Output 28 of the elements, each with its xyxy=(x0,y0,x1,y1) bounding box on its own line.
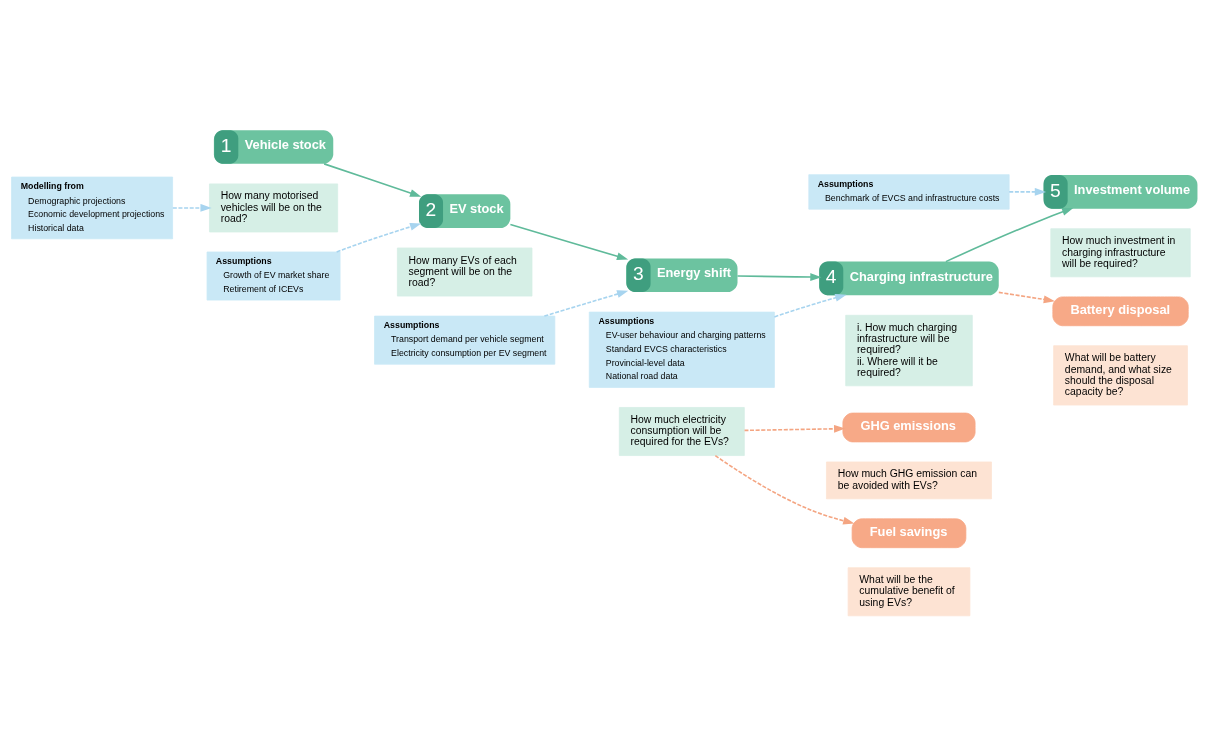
arrow xyxy=(323,163,422,197)
arrow xyxy=(172,204,212,212)
node-box: Battery disposal xyxy=(1052,296,1189,327)
node-box: How much investment in charging infrastructure will be required? xyxy=(1050,228,1191,278)
node-box: Assumptions Growth of EV market share Retirement of ICEVs xyxy=(206,251,341,301)
node-box: Assumptions Benchmark of EVCS and infrastructure costs xyxy=(808,174,1010,210)
node-box: Assumptions EV-user behaviour and charging patterns Standard EVCS characteristics Provincial-level data National road data xyxy=(588,311,775,388)
node-box: Fuel savings xyxy=(851,518,967,549)
node-box: Modelling from Demographic projections Economic development projections Historical data xyxy=(11,176,173,240)
arrow xyxy=(998,291,1055,304)
arrow xyxy=(736,273,822,281)
node-box: Assumptions Transport demand per vehicle segment Electricity consumption per EV segment xyxy=(374,315,556,365)
arrow xyxy=(543,290,629,317)
node-box: What will be the cumulative benefit of using EVs? xyxy=(847,567,971,617)
arrow xyxy=(773,293,847,318)
node-box: GHG emissions xyxy=(842,412,976,443)
arrow xyxy=(335,223,422,253)
node-box: How many motorised vehicles will be on the road? xyxy=(209,183,339,233)
arrow xyxy=(714,454,855,525)
node-box: i. How much charging infrastructure will be required? ii. Where will it be required? xyxy=(845,314,973,387)
arrow xyxy=(509,223,629,261)
node-box: How much GHG emission can be avoided with EVs? xyxy=(826,461,992,500)
arrow xyxy=(1008,187,1047,196)
arrow xyxy=(945,207,1074,263)
node-box: How many EVs of each segment will be on the road? xyxy=(396,247,533,297)
arrow xyxy=(743,424,846,433)
node-box: How much electricity consumption will be required for the EVs? xyxy=(618,407,745,456)
node-box: What will be battery demand, and what size should the disposal capacity be? xyxy=(1053,345,1188,406)
